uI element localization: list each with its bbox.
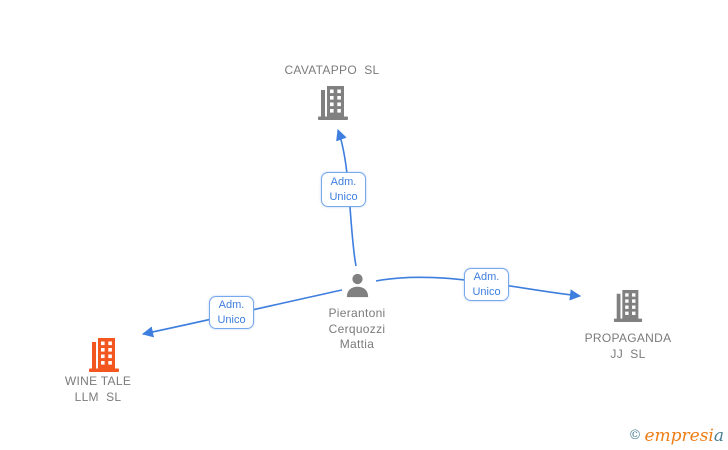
company-label-propaganda[interactable]: PROPAGANDA JJ SL [584, 331, 672, 361]
brand-name: empresi [644, 426, 714, 446]
building-icon[interactable] [612, 288, 644, 323]
person-icon[interactable] [343, 271, 372, 300]
person-label[interactable]: Pierantoni Cerquozzi Mattia [328, 306, 386, 351]
copyright-symbol: © [628, 428, 642, 443]
company-label-cavatappo[interactable]: CAVATAPPO SL [284, 63, 380, 77]
building-icon[interactable] [87, 336, 121, 373]
brand-name-tail: a [713, 426, 724, 446]
building-icon[interactable] [316, 84, 350, 121]
empresia-logo[interactable]: ©empresia [628, 426, 724, 446]
company-label-wine-tale[interactable]: WINE TALE LLM SL [64, 374, 132, 404]
edge-label-adm-unico[interactable]: Adm. Unico [464, 268, 509, 301]
edge-label-adm-unico[interactable]: Adm. Unico [321, 172, 366, 207]
edge-label-adm-unico[interactable]: Adm. Unico [209, 296, 254, 329]
